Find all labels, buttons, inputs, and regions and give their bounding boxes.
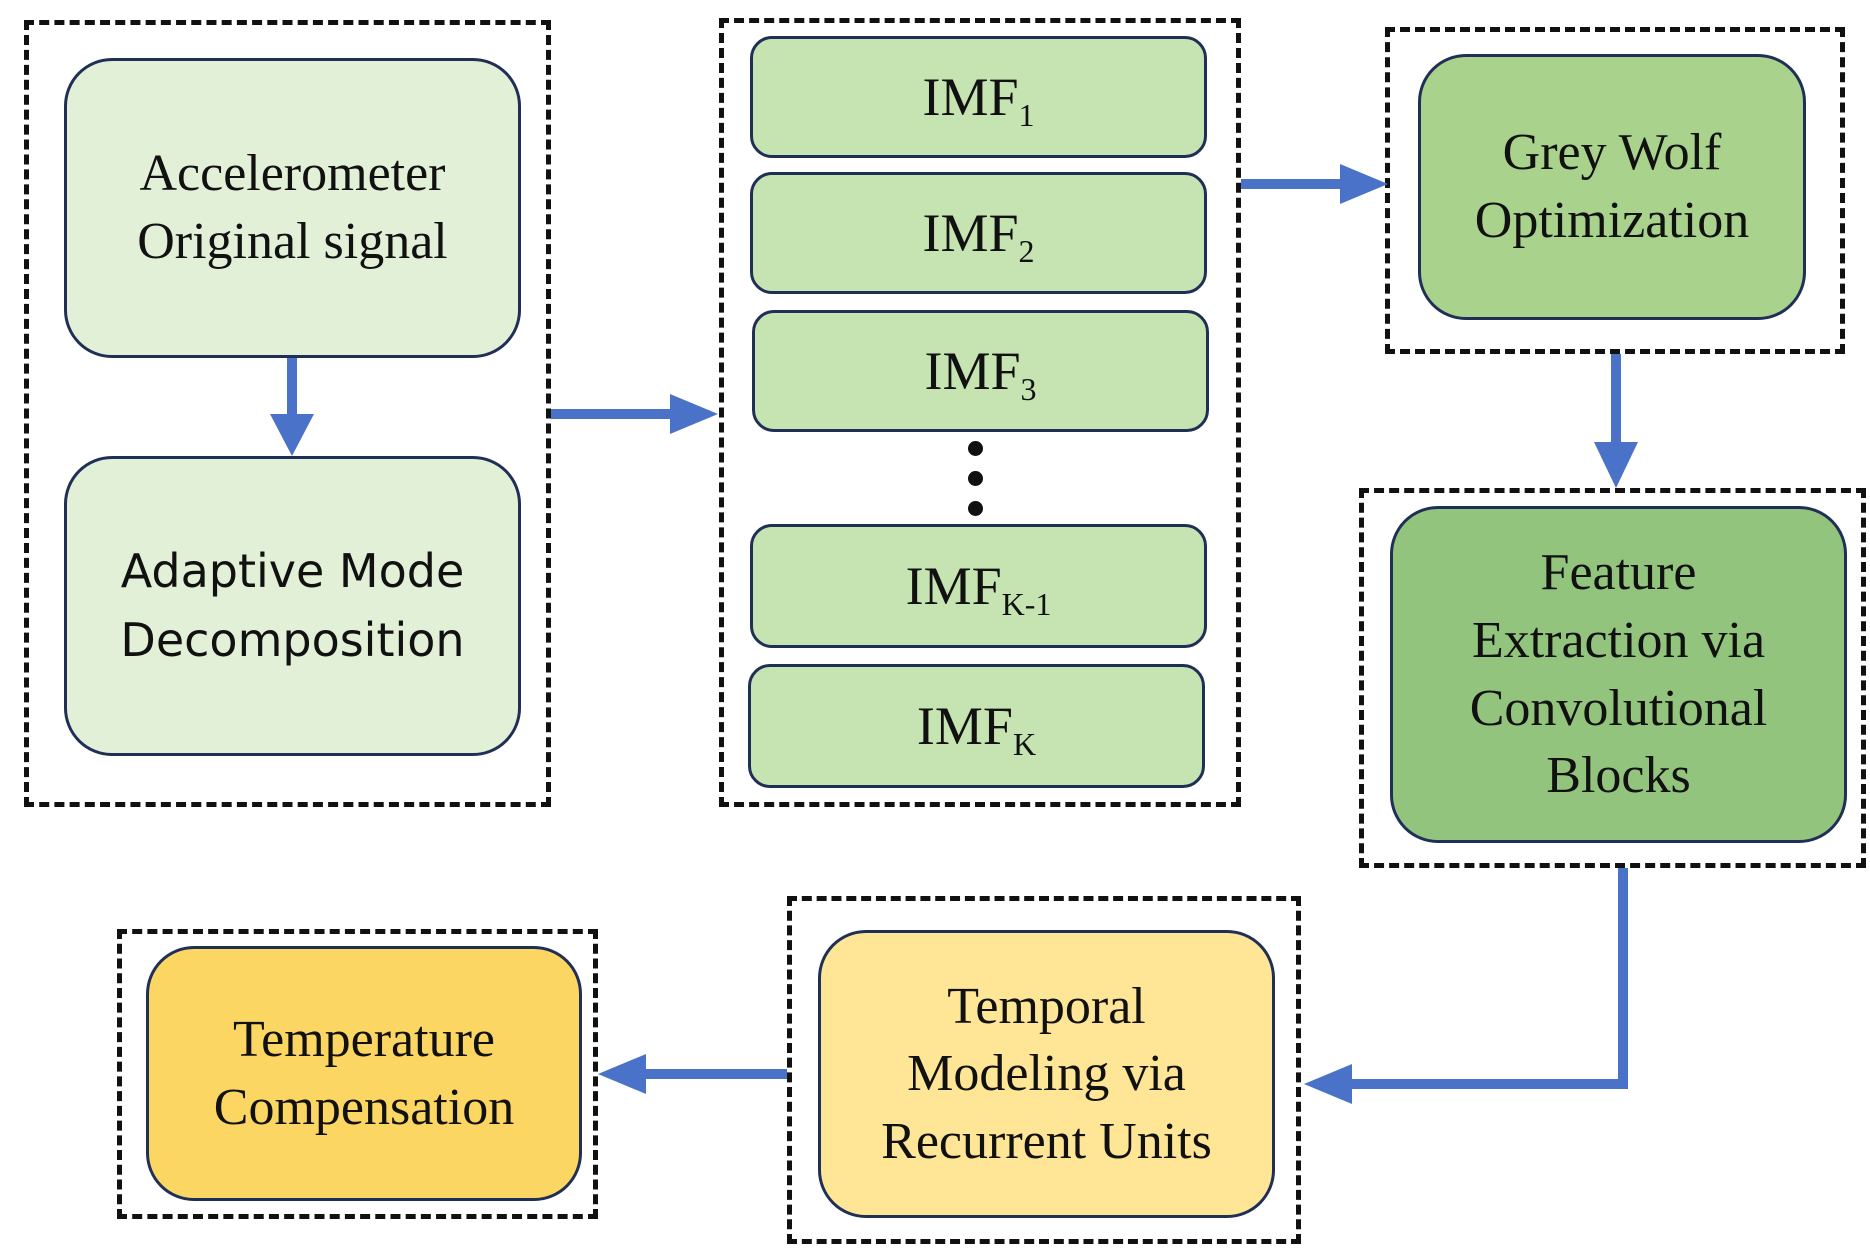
ellipsis-dot <box>968 501 983 516</box>
imf-k-minus-1-node: IMFK-1 <box>750 524 1207 648</box>
arrowhead <box>1340 164 1388 204</box>
imf-k-minus-1-label: IMFK-1 <box>905 555 1052 623</box>
imf-3-label: IMF3 <box>924 340 1037 408</box>
temporal-modeling-label: Temporal Modeling via Recurrent Units <box>881 977 1212 1170</box>
grey-wolf-optimization-label: Grey Wolf Optimization <box>1474 124 1750 249</box>
imf-k-node: IMFK <box>748 664 1205 788</box>
arrowhead <box>1304 1064 1352 1104</box>
imf-k-label: IMFK <box>916 695 1037 763</box>
arrowhead <box>1594 442 1638 488</box>
ellipsis-dot <box>968 441 983 456</box>
grey-wolf-optimization-node: Grey Wolf Optimization <box>1418 54 1806 320</box>
feature-extraction-node: Feature Extraction via Convolutional Blo… <box>1390 506 1847 843</box>
imf-1-node: IMF1 <box>750 36 1207 158</box>
imf-group-frame <box>719 18 1241 807</box>
temporal-modeling-node: Temporal Modeling via Recurrent Units <box>818 930 1275 1218</box>
imf-2-node: IMF2 <box>750 172 1207 294</box>
signal-group-frame <box>24 20 551 807</box>
imf-1-label: IMF1 <box>922 66 1035 134</box>
feature-extraction-label: Feature Extraction via Convolutional Blo… <box>1469 544 1768 805</box>
temperature-compensation-label: Temperature Compensation <box>213 1010 515 1136</box>
arrowhead <box>598 1054 646 1094</box>
feature-group-frame <box>1359 488 1866 868</box>
ellipsis-dot <box>968 471 983 486</box>
adaptive-mode-decomposition-node: Adaptive Mode Decomposition <box>64 456 521 756</box>
accelerometer-signal-node: Accelerometer Original signal <box>64 58 521 358</box>
arrowhead <box>670 394 718 434</box>
imf-3-node: IMF3 <box>752 310 1209 432</box>
imf-2-label: IMF2 <box>922 202 1035 270</box>
compensation-group-frame <box>117 929 598 1219</box>
temporal-group-frame <box>787 896 1301 1244</box>
adaptive-mode-decomposition-label: Adaptive Mode Decomposition <box>120 544 465 667</box>
arrow-feature-to-temporal <box>1346 868 1628 1089</box>
accelerometer-signal-label: Accelerometer Original signal <box>137 145 448 270</box>
temperature-compensation-node: Temperature Compensation <box>146 946 582 1201</box>
